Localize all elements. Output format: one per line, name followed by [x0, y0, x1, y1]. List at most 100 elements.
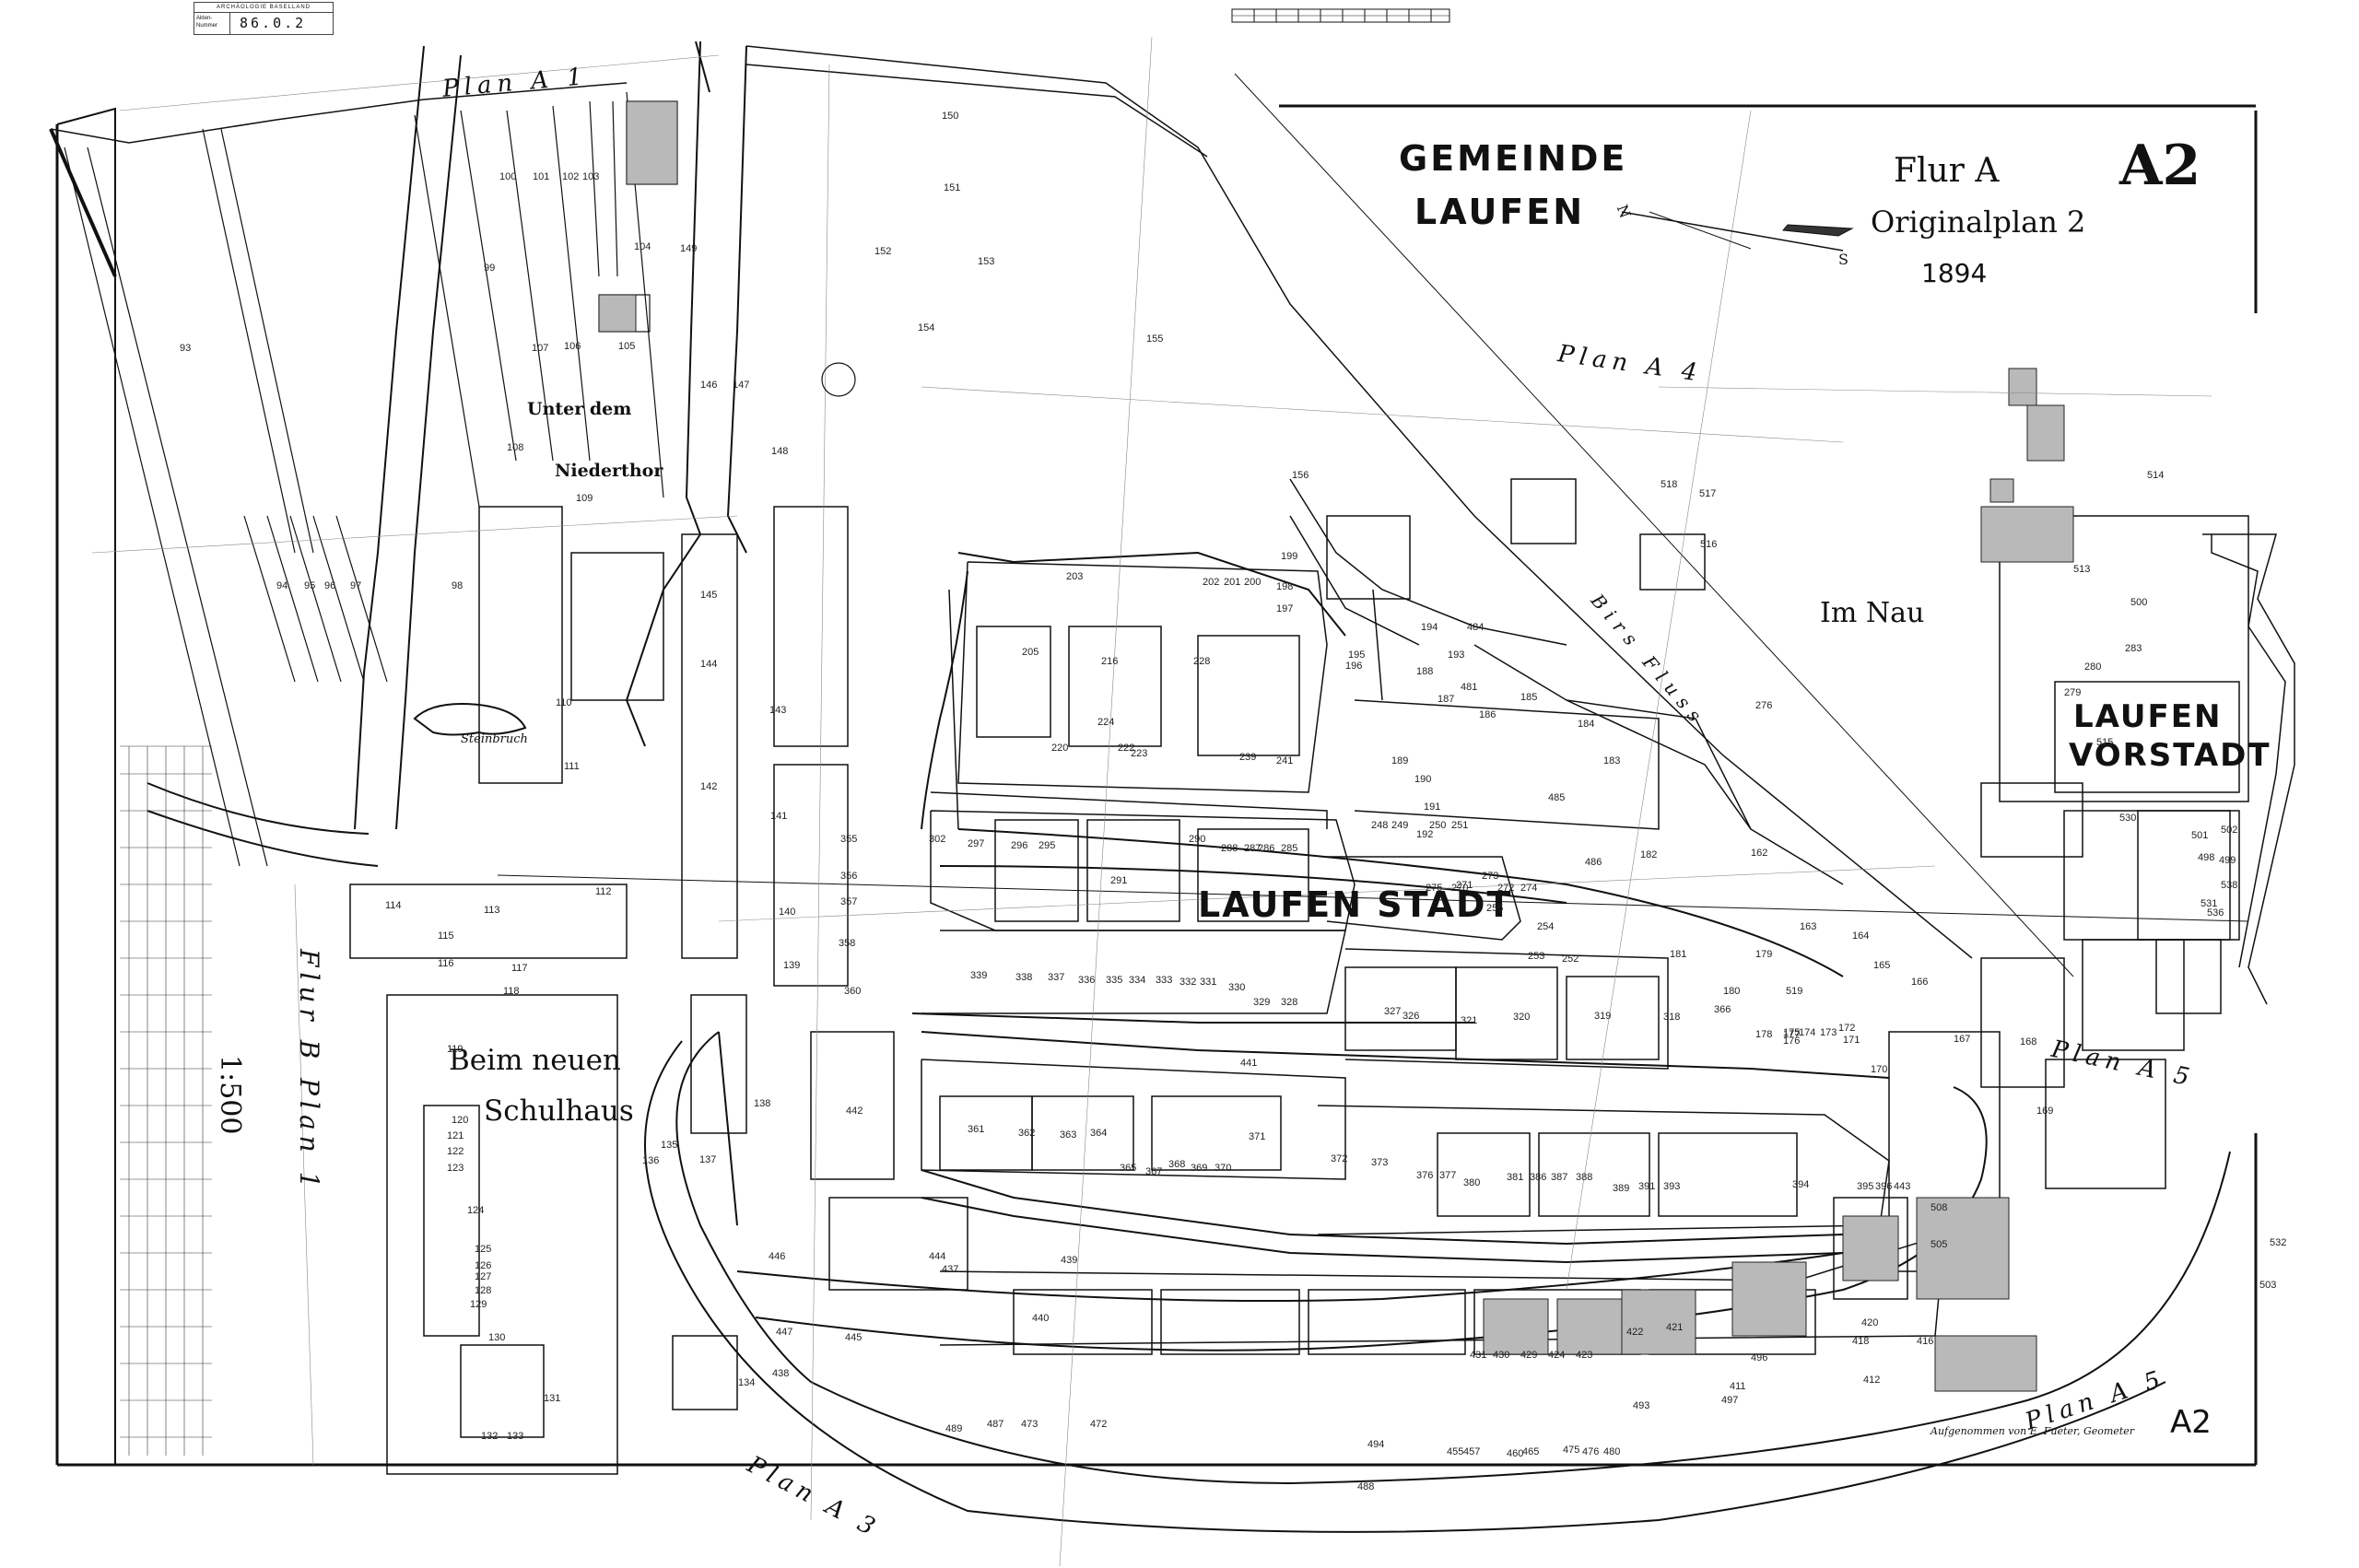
parcel-number: 446 — [769, 1251, 786, 1262]
parcel-number: 168 — [2020, 1036, 2037, 1047]
parcel-number: 445 — [845, 1332, 863, 1343]
parcel-number: 355 — [840, 834, 858, 845]
parcel-number: 126 — [475, 1260, 492, 1271]
parcel-number: 380 — [1463, 1177, 1481, 1188]
parcel-number: 166 — [1911, 977, 1929, 988]
parcel-number: 295 — [1039, 840, 1056, 851]
parcel-number: 279 — [2064, 687, 2082, 698]
parcel-number: 96 — [324, 580, 336, 591]
parcel-number: 494 — [1367, 1439, 1385, 1450]
parcel-number: 519 — [1786, 986, 1803, 997]
parcel-number: 144 — [700, 659, 718, 670]
parcel-number: 106 — [564, 341, 581, 352]
parcel-number: 134 — [738, 1377, 756, 1388]
parcel-number: 332 — [1180, 977, 1197, 988]
parcel-number: 318 — [1663, 1012, 1681, 1023]
parcel-number: 297 — [968, 838, 985, 849]
parcel-number: 131 — [544, 1393, 561, 1404]
parcel-number: 169 — [2036, 1106, 2054, 1117]
parcel-number: 368 — [1168, 1159, 1186, 1170]
parcel-number: 416 — [1917, 1336, 1934, 1347]
parcel-number: 102 — [562, 171, 580, 182]
area-im-nau: Im Nau — [1820, 597, 1925, 629]
parcel-number: 503 — [2259, 1280, 2277, 1291]
parcel-number: 487 — [987, 1419, 1004, 1430]
parcel-number: 362 — [1018, 1128, 1036, 1139]
parcel-number: 179 — [1755, 949, 1773, 960]
compass-south: S — [1838, 251, 1848, 268]
parcel-number: 205 — [1022, 647, 1039, 658]
parcel-number: 393 — [1663, 1181, 1681, 1192]
parcel-number: 104 — [634, 241, 651, 252]
parcel-number: 140 — [779, 907, 796, 918]
parcel-number: 505 — [1931, 1239, 1948, 1250]
parcel-number: 201 — [1224, 577, 1241, 588]
scale-bar — [1231, 8, 1450, 23]
parcel-number: 493 — [1633, 1400, 1650, 1411]
parcel-number: 99 — [484, 263, 496, 274]
parcel-number: 396 — [1875, 1181, 1893, 1192]
field-strips — [64, 91, 678, 867]
parcel-number: 422 — [1626, 1327, 1644, 1338]
parcel-number: 203 — [1066, 571, 1084, 582]
parcel-number: 488 — [1357, 1481, 1375, 1492]
area-laufen-vorstadt-2: VORSTADT — [2069, 737, 2271, 774]
parcel-number: 335 — [1106, 975, 1123, 986]
parcel-number: 170 — [1871, 1064, 1888, 1075]
parcel-number: 328 — [1281, 997, 1298, 1008]
parcel-number: 198 — [1276, 581, 1294, 592]
parcel-number: 320 — [1513, 1012, 1531, 1023]
parcel-number: 111 — [564, 761, 580, 772]
parcel-number: 123 — [447, 1163, 464, 1174]
parcel-number: 480 — [1603, 1446, 1621, 1457]
parcel-number: 319 — [1594, 1011, 1612, 1022]
parcel-number: 165 — [1873, 960, 1891, 971]
parcel-number: 485 — [1548, 792, 1566, 803]
parcel-number: 475 — [1563, 1445, 1580, 1456]
parcel-number: 142 — [700, 781, 718, 792]
parcel-number: 429 — [1520, 1350, 1538, 1361]
parcel-number: 189 — [1391, 755, 1409, 766]
flur-b-plan1-label: Flur B Plan 1 — [294, 949, 324, 1194]
parcel-number: 369 — [1191, 1163, 1208, 1174]
parcel-number: 255 — [1486, 903, 1504, 914]
parcel-number: 442 — [846, 1106, 863, 1117]
parcel-number: 147 — [733, 380, 750, 391]
parcel-number: 109 — [576, 493, 593, 504]
parcel-number: 327 — [1384, 1006, 1402, 1017]
stamp-number: 86.0.2 — [240, 15, 307, 31]
parcel-number: 167 — [1954, 1034, 1971, 1045]
parcel-number: 137 — [699, 1154, 717, 1165]
parcel-number: 476 — [1582, 1446, 1600, 1457]
parcel-number: 280 — [2084, 661, 2102, 673]
parcel-number: 95 — [304, 580, 316, 591]
sheet-frame — [55, 104, 2258, 1467]
parcel-number: 162 — [1751, 848, 1768, 859]
parcel-number: 412 — [1863, 1375, 1881, 1386]
parcel-number: 239 — [1239, 752, 1257, 763]
parcel-number: 128 — [475, 1285, 492, 1296]
parcel-number: 363 — [1060, 1129, 1077, 1141]
area-niederthor: Niederthor — [555, 461, 663, 481]
parcel-number: 531 — [2201, 898, 2218, 909]
parcel-number: 107 — [532, 343, 549, 354]
parcel-number: 501 — [2191, 830, 2209, 841]
parcel-number: 117 — [511, 963, 528, 974]
parcel-number: 222 — [1118, 743, 1135, 754]
parcel-number: 183 — [1603, 755, 1621, 766]
parcel-number: 192 — [1416, 829, 1434, 840]
parcel-number: 365 — [1120, 1163, 1137, 1174]
parcel-number: 103 — [582, 171, 600, 182]
parcel-number: 338 — [1015, 972, 1033, 983]
parcel-number: 143 — [769, 705, 787, 716]
parcel-number: 444 — [929, 1251, 946, 1262]
parcel-number: 173 — [1820, 1027, 1837, 1038]
scale-label: 1:500 — [214, 1055, 246, 1135]
parcel-number: 145 — [700, 590, 718, 601]
parcel-number: 381 — [1507, 1172, 1524, 1183]
parcel-number: 472 — [1090, 1419, 1108, 1430]
parcel-number: 110 — [556, 697, 572, 708]
sheet-number-bottom: A2 — [2170, 1404, 2212, 1441]
parcel-number: 329 — [1253, 997, 1271, 1008]
parcel-number: 197 — [1276, 603, 1294, 614]
